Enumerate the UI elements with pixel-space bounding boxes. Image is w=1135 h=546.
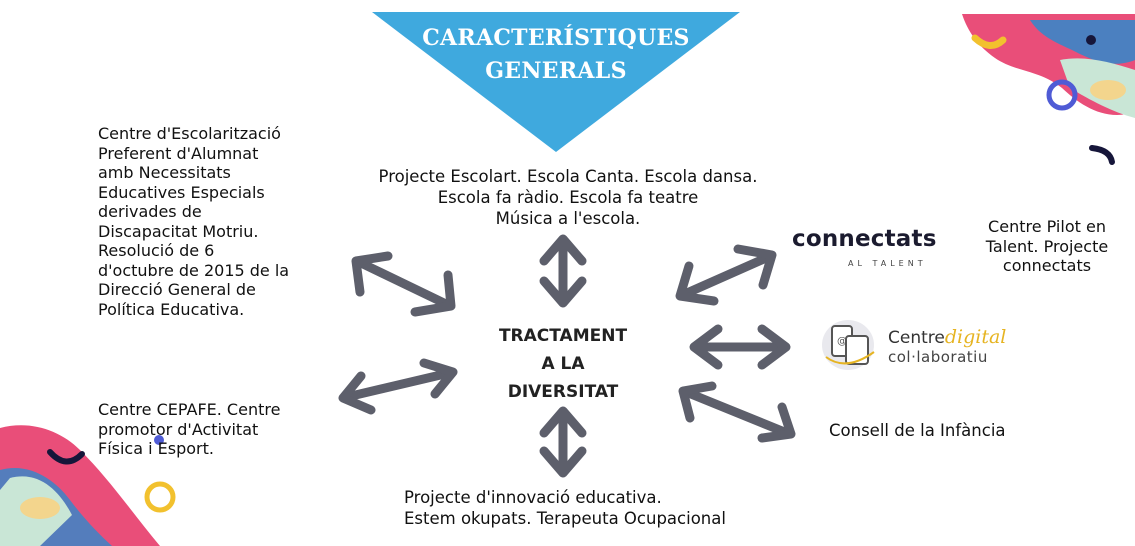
- left-bottom-text-line3: Física i Esport.: [98, 439, 214, 458]
- banner-title-line2: GENERALS: [485, 58, 627, 84]
- arrow-bottom: [539, 406, 587, 478]
- connectats-logo: connectats AL TALENT: [792, 226, 952, 274]
- banner-title: CARACTERÍSTIQUES GENERALS: [372, 22, 740, 88]
- left-text-line: derivades de: [98, 202, 202, 221]
- right-bottom-text-line1: Consell de la Infància: [829, 421, 1006, 440]
- decor-top-right: [962, 14, 1135, 165]
- center-line1: TRACTAMENT: [498, 326, 628, 346]
- left-text-line: d'octubre de 2015 de la: [98, 260, 290, 280]
- banner-title-line1: CARACTERÍSTIQUES: [422, 25, 690, 51]
- left-text-line: Política Educativa.: [98, 299, 245, 319]
- decor-bottom-left: [0, 425, 176, 546]
- top-text-line2: Escola fa ràdio. Escola fa teatre: [437, 188, 699, 207]
- left-text-line: Educatives Especials: [98, 182, 265, 202]
- tablet-icon: @: [822, 320, 875, 370]
- left-text-line: amb Necessitats: [98, 163, 231, 182]
- left-text-line: Resolució de 6: [98, 241, 215, 260]
- arrow-right: [689, 324, 791, 370]
- right-top-text-line3: connectats: [1002, 256, 1092, 275]
- centre-digital-line1: Centredigital: [888, 326, 1006, 348]
- right-bottom-text: Consell de la Infància: [829, 421, 1069, 441]
- bottom-text-line1: Projecte d'innovació educativa.: [404, 488, 662, 507]
- centre-digital-word-digital: digital: [944, 326, 1007, 348]
- left-text-line: Centre d'Escolarització: [98, 124, 281, 143]
- left-bottom-text-block: Centre CEPAFE. Centre promotor d'Activit…: [98, 400, 318, 459]
- connectats-logo-tagline: AL TALENT: [848, 259, 927, 268]
- arrow-upper-right: [675, 244, 777, 306]
- left-text-block: Centre d'Escolarització Preferent d'Alum…: [98, 124, 298, 319]
- right-top-text-line2: Talent. Projecte: [985, 236, 1109, 256]
- center-line2: A LA: [541, 354, 585, 374]
- arrow-lower-right: [678, 381, 796, 443]
- center-line3: DIVERSITAT: [507, 382, 619, 402]
- centre-digital-logo: Centredigital col·laboratiu: [818, 318, 1048, 374]
- svg-text:@: @: [837, 336, 847, 347]
- bottom-text-block: Projecte d'innovació educativa. Estem ok…: [404, 487, 834, 529]
- centre-digital-word-centre: Centre: [888, 328, 945, 348]
- left-text-line: Discapacitat Motriu.: [98, 221, 259, 241]
- right-top-text-line1: Centre Pilot en: [988, 217, 1106, 236]
- arrow-top: [539, 234, 587, 308]
- connectats-logo-word: connectats: [792, 226, 937, 252]
- left-text-line: Direcció General de: [98, 280, 256, 299]
- arrow-lower-left: [338, 358, 458, 415]
- left-bottom-text-line1: Centre CEPAFE. Centre: [98, 400, 281, 419]
- right-top-text-block: Centre Pilot en Talent. Projecte connect…: [972, 217, 1122, 276]
- arrow-upper-left: [351, 251, 456, 317]
- banner-triangle: [372, 12, 740, 152]
- centre-digital-line2: col·laboratiu: [888, 348, 988, 366]
- bottom-text-line2: Estem okupats. Terapeuta Ocupacional: [404, 509, 726, 528]
- top-text-line3: Música a l'escola.: [495, 209, 641, 228]
- left-bottom-text-line2: promotor d'Activitat: [98, 419, 259, 439]
- top-text-line1: Projecte Escolart. Escola Canta. Escola …: [378, 167, 758, 186]
- left-text-line: Preferent d'Alumnat: [98, 143, 259, 163]
- top-text-block: Projecte Escolart. Escola Canta. Escola …: [338, 166, 798, 229]
- center-label: TRACTAMENT A LA DIVERSITAT: [470, 322, 656, 406]
